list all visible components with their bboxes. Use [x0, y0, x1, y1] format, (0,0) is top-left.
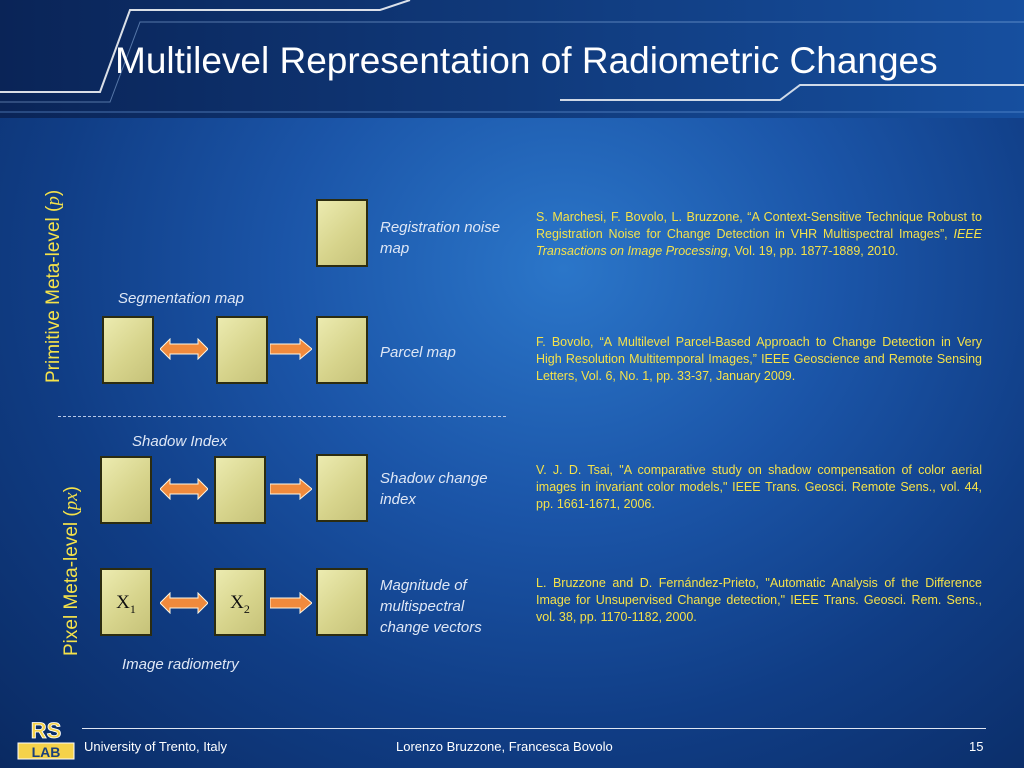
registration-noise-box: [316, 199, 368, 267]
shadow-index-label: Shadow Index: [132, 433, 228, 450]
pixel-label-var: px: [61, 492, 82, 511]
svg-text:LAB: LAB: [32, 744, 61, 760]
x1-symbol: X1: [116, 592, 136, 616]
pixel-label-text: Pixel Meta-level (: [61, 510, 82, 656]
registration-noise-label: Registration noise map: [380, 219, 501, 257]
pixel-meta-level-label: Pixel Meta-level (px): [61, 486, 83, 656]
double-arrow-icon: [160, 338, 208, 360]
magnitude-box: [316, 568, 368, 636]
primitive-label-var: p: [43, 196, 64, 206]
rs-lab-logo: RS LAB: [16, 716, 76, 767]
primitive-meta-level-label: Primitive Meta-level (p): [43, 190, 65, 383]
x2-symbol: X2: [230, 592, 250, 616]
shadow-change-label: Shadow change index: [380, 470, 488, 508]
right-arrow-icon: [270, 592, 312, 614]
reference-1: S. Marchesi, F. Bovolo, L. Bruzzone, “A …: [536, 210, 982, 258]
magnitude-label: Magnitude of multispectral change vector…: [380, 577, 482, 636]
footer-authors: Lorenzo Bruzzone, Francesca Bovolo: [396, 739, 613, 754]
reference-3: V. J. D. Tsai, "A comparative study on s…: [536, 463, 982, 511]
shadow-change-box: [316, 454, 368, 522]
shadow-box-1: [100, 456, 152, 524]
segmentation-box-2: [216, 316, 268, 384]
page-number: 15: [969, 739, 984, 754]
primitive-label-text: Primitive Meta-level (: [43, 205, 64, 383]
right-arrow-icon: [270, 478, 312, 500]
footer-divider: [82, 728, 986, 729]
rs-lab-logo-icon: RS LAB: [17, 718, 75, 760]
slide-title: Multilevel Representation of Radiometric…: [115, 40, 938, 81]
reference-4: L. Bruzzone and D. Fernández-Prieto, "Au…: [536, 576, 982, 624]
image-radiometry-label: Image radiometry: [122, 656, 239, 673]
reference-2: F. Bovolo, “A Multilevel Parcel-Based Ap…: [536, 335, 982, 383]
x1-image-box: X1: [100, 568, 152, 636]
double-arrow-icon: [160, 478, 208, 500]
parcel-map-box: [316, 316, 368, 384]
parcel-map-label: Parcel map: [380, 344, 456, 361]
pixel-label-close: ): [61, 486, 82, 493]
shadow-box-2: [214, 456, 266, 524]
right-arrow-icon: [270, 338, 312, 360]
meta-level-separator: [58, 416, 506, 417]
x2-image-box: X2: [214, 568, 266, 636]
primitive-label-close: ): [43, 189, 64, 197]
segmentation-map-label: Segmentation map: [118, 290, 244, 307]
title-band: Multilevel Representation of Radiometric…: [0, 0, 1024, 118]
svg-text:RS: RS: [31, 718, 62, 743]
footer-university: University of Trento, Italy: [84, 739, 228, 754]
title-band-decoration: [0, 0, 1024, 118]
double-arrow-icon: [160, 592, 208, 614]
segmentation-box-1: [102, 316, 154, 384]
